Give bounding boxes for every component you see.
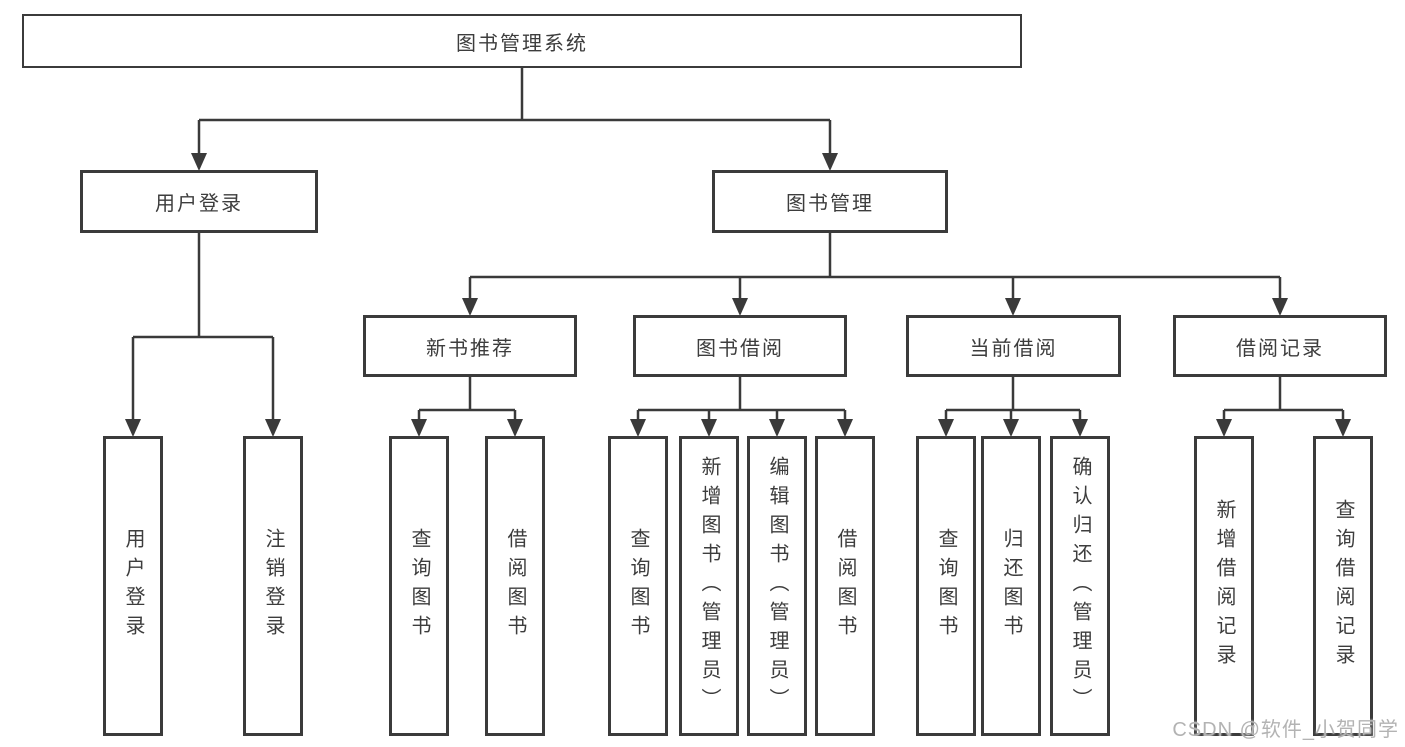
node-book-borrow: 图书借阅: [633, 315, 847, 377]
arrow-down-icon: [1216, 419, 1232, 437]
arrow-down-icon: [191, 153, 207, 171]
node-label: 查询借阅记录: [1332, 499, 1354, 673]
leaf-query-books-current: 查询图书: [916, 436, 976, 736]
arrow-down-icon: [732, 298, 748, 316]
connector-paths: [131, 68, 1345, 423]
leaf-logout: 注销登录: [243, 436, 303, 736]
node-label: 图书管理系统: [456, 32, 588, 55]
leaf-edit-books-admin: 编辑图书（管理员）: [747, 436, 807, 736]
arrow-down-icon: [938, 419, 954, 437]
node-label: 查询图书: [627, 528, 649, 644]
node-label: 图书借阅: [696, 337, 784, 360]
arrow-down-icon: [769, 419, 785, 437]
node-label: 注销登录: [262, 528, 284, 644]
arrow-down-icon: [822, 153, 838, 171]
node-label: 借阅图书: [504, 528, 526, 644]
arrow-down-icon: [1005, 298, 1021, 316]
node-label: 查询图书: [408, 528, 430, 644]
arrow-down-icon: [630, 419, 646, 437]
leaf-return-books: 归还图书: [981, 436, 1041, 736]
node-label: 新书推荐: [426, 337, 514, 360]
node-label: 归还图书: [1000, 528, 1022, 644]
arrow-down-icon: [507, 419, 523, 437]
leaf-query-borrow-record: 查询借阅记录: [1313, 436, 1373, 736]
node-root-system: 图书管理系统: [22, 14, 1022, 68]
leaf-query-books-recommend: 查询图书: [389, 436, 449, 736]
node-borrow-records: 借阅记录: [1173, 315, 1387, 377]
node-label: 查询图书: [935, 528, 957, 644]
node-label: 图书管理: [786, 193, 874, 215]
arrowhead-icons: [125, 153, 1351, 437]
node-current-borrow: 当前借阅: [906, 315, 1121, 377]
arrow-down-icon: [701, 419, 717, 437]
leaf-confirm-return-admin: 确认归还（管理员）: [1050, 436, 1110, 736]
leaf-user-login: 用户登录: [103, 436, 163, 736]
node-label: 借阅图书: [834, 528, 856, 644]
node-label: 新增图书（管理员）: [698, 455, 720, 717]
node-book-management: 图书管理: [712, 170, 948, 233]
arrow-down-icon: [1272, 298, 1288, 316]
arrow-down-icon: [462, 298, 478, 316]
node-label: 用户登录: [122, 528, 144, 644]
arrow-down-icon: [265, 419, 281, 437]
node-label: 借阅记录: [1236, 337, 1324, 360]
arrow-down-icon: [1003, 419, 1019, 437]
leaf-query-books-borrow: 查询图书: [608, 436, 668, 736]
node-label: 编辑图书（管理员）: [766, 455, 788, 717]
arrow-down-icon: [837, 419, 853, 437]
leaf-add-borrow-record: 新增借阅记录: [1194, 436, 1254, 736]
node-label: 当前借阅: [969, 337, 1058, 360]
arrow-down-icon: [411, 419, 427, 437]
arrow-down-icon: [1072, 419, 1088, 437]
leaf-borrow-books: 借阅图书: [815, 436, 875, 736]
node-label: 用户登录: [155, 193, 243, 215]
watermark: CSDN @软件_小贺同学: [1172, 719, 1399, 741]
arrow-down-icon: [1335, 419, 1351, 437]
node-user-login: 用户登录: [80, 170, 318, 233]
leaf-borrow-books-recommend: 借阅图书: [485, 436, 545, 736]
leaf-add-books-admin: 新增图书（管理员）: [679, 436, 739, 736]
node-new-book-recommend: 新书推荐: [363, 315, 577, 377]
node-label: 确认归还（管理员）: [1069, 455, 1091, 717]
arrow-down-icon: [125, 419, 141, 437]
node-label: 新增借阅记录: [1213, 499, 1235, 673]
